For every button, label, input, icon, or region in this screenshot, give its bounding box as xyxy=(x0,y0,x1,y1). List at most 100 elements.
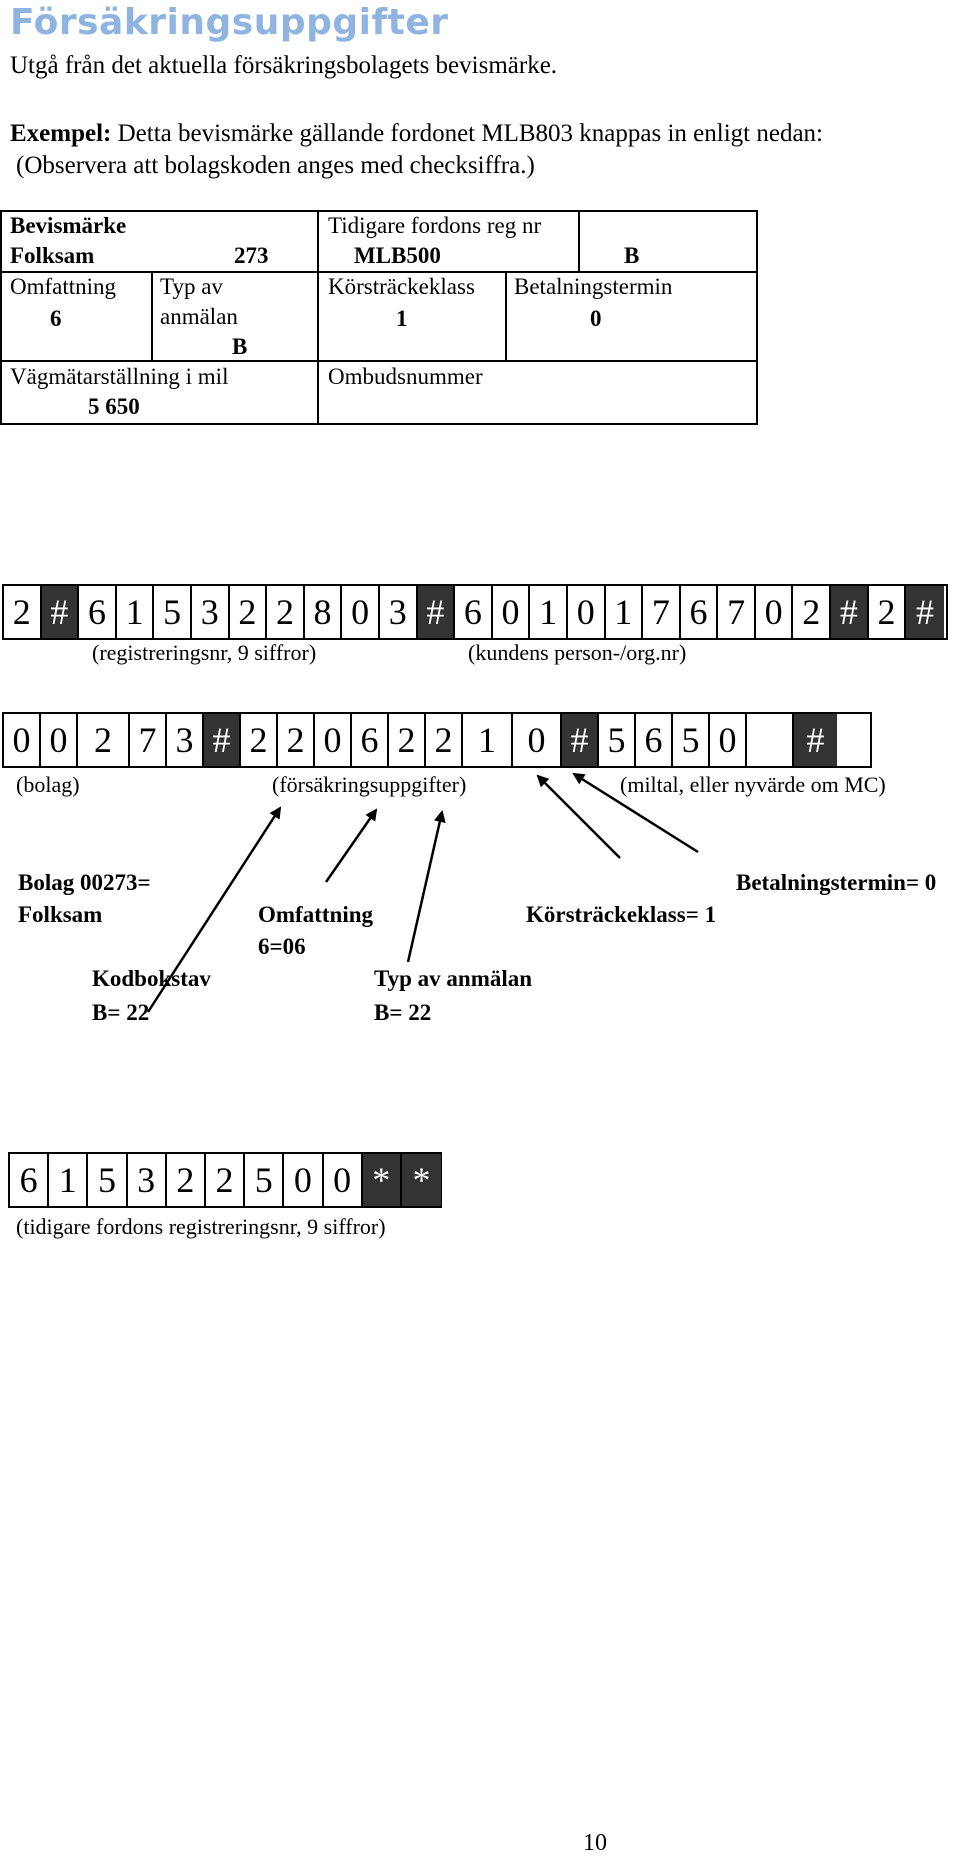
strip3-cell: 5 xyxy=(88,1154,128,1206)
card-border xyxy=(0,210,758,425)
legend-payment-term: Betalningstermin= 0 xyxy=(736,870,937,895)
strip2-cell: 2 xyxy=(78,714,130,766)
strip2-cell: 6 xyxy=(352,714,389,766)
strip1-cell: 6 xyxy=(681,586,719,638)
strip3-cell: 5 xyxy=(245,1154,285,1206)
arrow-korstrackeklass xyxy=(536,774,621,859)
strip1-cell: 0 xyxy=(342,586,380,638)
card-divider xyxy=(0,271,317,273)
strip2-cell: 7 xyxy=(130,714,167,766)
card-agent-number-label: Ombudsnummer xyxy=(328,364,483,389)
card-typ-label: Typ av xyxy=(160,274,223,299)
card-previous-reg-value: MLB500 xyxy=(354,243,441,268)
strip1-cell: 2 xyxy=(869,586,907,638)
note-line: (Observera att bolagskoden anges med che… xyxy=(16,152,535,179)
legend-mileage-class: Körsträckeklass= 1 xyxy=(526,902,717,927)
strip1-cell: 1 xyxy=(530,586,568,638)
card-divider xyxy=(317,271,578,273)
legend-company: Bolag 00273= xyxy=(18,870,151,895)
strip2-cell: 5 xyxy=(673,714,710,766)
card-previous-reg-label: Tidigare fordons reg nr xyxy=(328,213,542,238)
strip1-cell: 7 xyxy=(718,586,756,638)
strip3-cell: 0 xyxy=(284,1154,324,1206)
caption-customer-id: (kundens person-/org.nr) xyxy=(468,640,687,665)
strip1-cell: 0 xyxy=(568,586,606,638)
strip3-cell: 0 xyxy=(324,1154,363,1206)
strip3-cell: 1 xyxy=(49,1154,89,1206)
strip2-cell: 0 xyxy=(4,714,41,766)
strip1-cell: 3 xyxy=(380,586,418,638)
arrow-kodbokstav xyxy=(146,806,282,1013)
strip2-cell: 3 xyxy=(167,714,204,766)
strip2-cell: # xyxy=(204,714,241,766)
legend-report-type: Typ av anmälan xyxy=(374,966,533,991)
strip3-cell: 3 xyxy=(128,1154,167,1206)
strip1-cell: 0 xyxy=(493,586,531,638)
card-mileage-class-value: 1 xyxy=(396,306,408,331)
strip2-cell: 2 xyxy=(389,714,426,766)
strip2-cell: 0 xyxy=(41,714,78,766)
caption-mileage: (miltal, eller nyvärde om MC) xyxy=(620,772,886,797)
card-divider xyxy=(0,360,317,362)
legend-code-letter-value: B= 22 xyxy=(92,1000,150,1025)
strip2-cell: 0 xyxy=(315,714,352,766)
strip1-cell: 7 xyxy=(643,586,681,638)
strip2-cell xyxy=(747,714,794,766)
strip1-cell: 2 xyxy=(267,586,305,638)
example-label: Exempel: xyxy=(10,120,112,147)
strip1-cell: # xyxy=(831,586,869,638)
card-divider xyxy=(317,360,756,362)
strip2-cell: # xyxy=(794,714,837,766)
card-divider xyxy=(578,271,756,273)
strip1-cell: # xyxy=(906,586,944,638)
legend-code-letter: Kodbokstav xyxy=(92,966,211,991)
strip2-cell: 0 xyxy=(513,714,562,766)
arrow-betalningstermin xyxy=(572,772,699,854)
strip1-cell: 8 xyxy=(305,586,343,638)
strip3-cell: * xyxy=(362,1154,402,1206)
strip2-cell: 6 xyxy=(636,714,673,766)
caption-registration: (registreringsnr, 9 siffror) xyxy=(92,640,317,665)
card-omfattning-label: Omfattning xyxy=(10,274,117,299)
arrow-omfattning xyxy=(324,808,378,883)
card-company-code: 273 xyxy=(234,243,269,268)
strip2-cell: 2 xyxy=(426,714,463,766)
page-title: Försäkringsuppgifter xyxy=(10,2,449,43)
strip1-cell: 6 xyxy=(455,586,493,638)
strip3-cell: * xyxy=(401,1154,442,1206)
card-divider xyxy=(505,272,507,361)
card-omfattning-value: 6 xyxy=(50,306,62,331)
card-company: Folksam xyxy=(10,243,95,268)
strip1-cell: 6 xyxy=(79,586,117,638)
arrow-typ-av-anmalan xyxy=(406,810,446,963)
strip1-cell: 0 xyxy=(756,586,794,638)
strip2-cell: 0 xyxy=(710,714,747,766)
card-odometer-label: Vägmätarställning i mil xyxy=(10,364,229,389)
card-divider xyxy=(151,272,153,361)
strip1-cell: 5 xyxy=(154,586,192,638)
strip1-cell: # xyxy=(417,586,456,638)
card-typ-label: anmälan xyxy=(160,304,238,329)
strip1-cell: 1 xyxy=(606,586,644,638)
legend-company-name: Folksam xyxy=(18,902,103,927)
legend-omfattning-value: 6=06 xyxy=(258,934,306,959)
card-typ-value: B xyxy=(232,334,248,359)
example-line: Exempel: Detta bevismärke gällande fordo… xyxy=(10,120,823,148)
caption-company: (bolag) xyxy=(16,772,80,797)
strip1-cell: 2 xyxy=(230,586,268,638)
strip3-cell: 6 xyxy=(10,1154,50,1206)
strip1-cell: 3 xyxy=(192,586,230,638)
card-divider xyxy=(317,210,319,423)
legend-report-type-value: B= 22 xyxy=(374,1000,432,1025)
strip1-cell: 1 xyxy=(117,586,155,638)
caption-insurance-data: (försäkringsuppgifter) xyxy=(272,772,467,797)
page-number: 10 xyxy=(583,1830,607,1856)
card-odometer-value: 5 650 xyxy=(88,394,140,419)
strip1-cell: 2 xyxy=(793,586,832,638)
legend-omfattning: Omfattning xyxy=(258,902,373,927)
strip1-cell: # xyxy=(41,586,80,638)
intro-line: Utgå från det aktuella försäkringsbolage… xyxy=(10,52,558,79)
